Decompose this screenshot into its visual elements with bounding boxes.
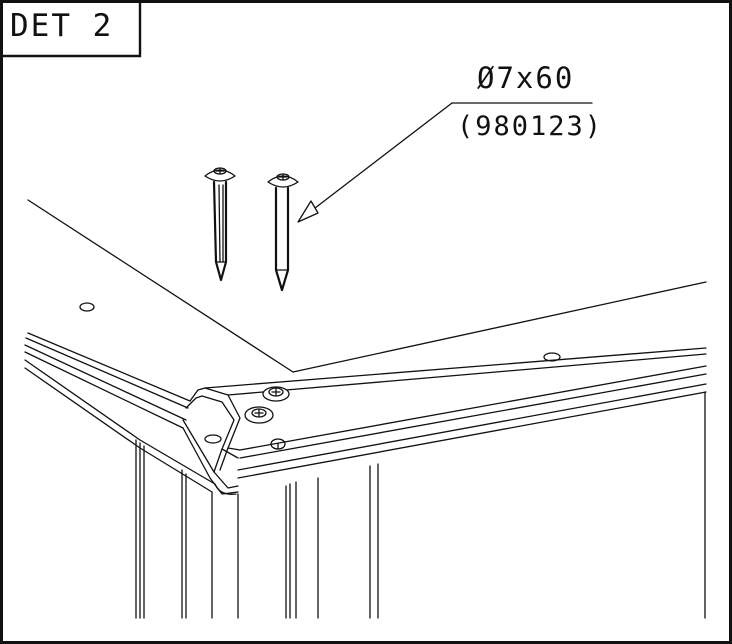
screw-head-icon — [262, 386, 290, 402]
screw-size-label: Ø7x60 — [477, 61, 575, 95]
detail-label: DET 2 — [10, 8, 114, 44]
leader-arrowhead — [297, 200, 319, 223]
hole-icon — [543, 352, 561, 362]
corner-bracket — [182, 387, 241, 495]
screw-icon — [267, 173, 299, 292]
hole-icon — [79, 302, 95, 312]
callout-leader — [297, 102, 593, 223]
frame-legs — [135, 391, 706, 619]
part-number-label: (980123) — [457, 111, 604, 142]
detail-label-box — [1, 1, 142, 58]
right-rail — [204, 281, 707, 479]
hole-icon — [204, 434, 222, 444]
left-rail — [24, 199, 294, 493]
screw-icon — [204, 167, 236, 282]
hole-icon — [270, 438, 286, 450]
screw-head-icon — [244, 406, 274, 424]
